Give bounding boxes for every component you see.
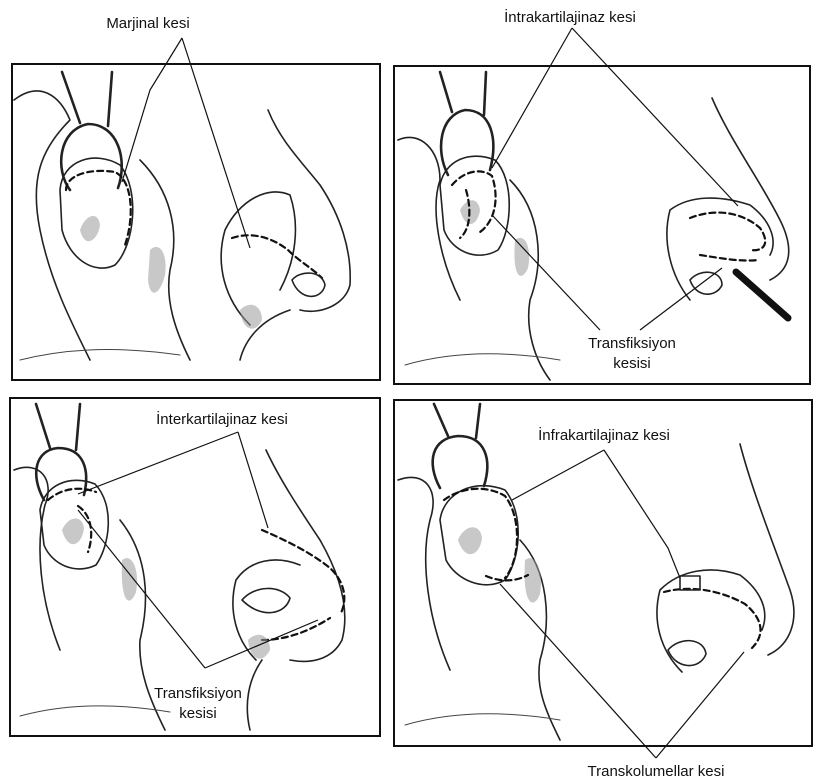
label-transfiksiyon: Transfiksiyon [588,335,676,352]
label-transfiksiyon: Transfiksiyon [154,685,242,702]
panel-bottom-right: İnfrakartilajinaz kesi Transkolumellar k… [394,400,812,780]
label-transkolumellar-kesi: Transkolumellar kesi [588,763,725,780]
label-intrakartilajinaz-kesi: İntrakartilajinaz kesi [504,8,636,26]
label-interkartilajinaz-kesi: İnterkartilajinaz kesi [156,410,288,428]
label-kesisi: kesisi [613,355,651,372]
label-kesisi: kesisi [179,705,217,722]
panel-frame [12,64,380,380]
panel-top-left: Marjinal kesi [12,15,380,380]
panel-bottom-left: İnterkartilajinaz kesi Transfiksiyon kes… [10,398,380,736]
label-marjinal-kesi: Marjinal kesi [106,15,189,32]
label-infrakartilajinaz-kesi: İnfrakartilajinaz kesi [538,426,670,444]
panel-top-right: İntrakartilajinaz kesi Transfiksiyon kes… [394,8,810,384]
